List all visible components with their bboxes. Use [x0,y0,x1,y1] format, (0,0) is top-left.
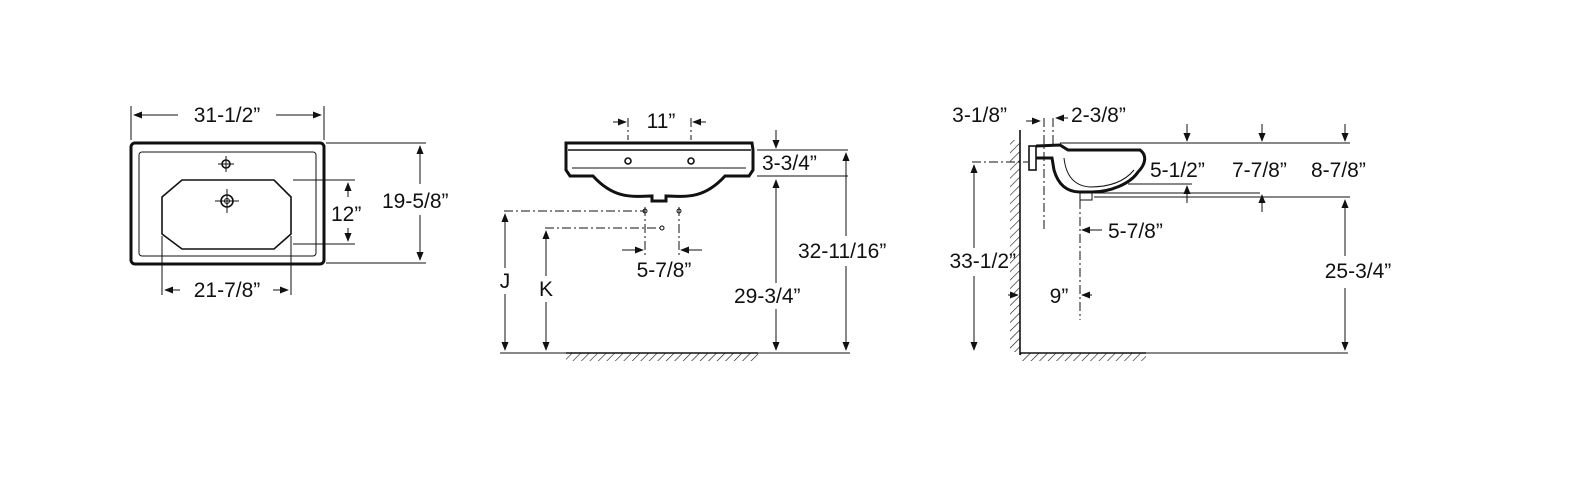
wall-hatch [1010,140,1020,352]
label-overall-height: 8-7/8” [1311,159,1366,182]
label-bowl-depth-side: 5-1/2” [1150,159,1205,182]
drain-icon [215,189,239,213]
label-overall-width: 31-1/2” [194,104,261,127]
label-overall-depth: 19-5/8” [382,190,449,213]
side-view: 3-1/8” 2-3/8” 5-1/2” 7-7/8” 8-7/8” 33-1/… [949,104,1391,361]
label-basin-height: 7-7/8” [1232,159,1287,182]
label-faucet-spread: 11” [647,110,676,133]
basin-outline [129,141,326,266]
basin-inner-rim [138,151,317,257]
label-drain-offset: 5-7/8” [637,259,692,282]
side-floor-hatch [1020,353,1146,361]
side-basin-profile [1035,143,1147,194]
top-view: 31-1/2” 19-5/8” 12” 21-7/8” [129,104,449,302]
label-floor-to-bottom: 25-3/4” [1325,260,1392,283]
faucet-hole-icon [218,156,234,172]
label-bowl-depth: 12” [331,203,361,226]
label-height-to-base: 29-3/4” [734,285,801,308]
wall-bracket [1028,145,1037,171]
label-k: K [539,278,553,301]
label-bowl-width: 21-7/8” [194,279,261,302]
label-j: J [500,270,511,293]
label-wall-offset: 3-1/8” [952,104,1007,127]
floor-hatch [566,353,758,361]
front-basin-outline [564,141,755,203]
front-view: 11” 3-3/4” 5-7/8” 32-11/16” 29-3/4” J K [500,110,886,361]
bowl-outline [161,179,292,250]
label-drain-offset-top: 2-3/8” [1071,104,1126,127]
label-supply-from-wall: 9” [1050,285,1069,308]
label-drain-from-wall: 5-7/8” [1108,220,1163,243]
label-rim-height: 3-3/4” [762,152,817,175]
label-floor-to-rim: 33-1/2” [949,250,1016,273]
label-height-to-top: 32-11/16” [798,240,886,263]
